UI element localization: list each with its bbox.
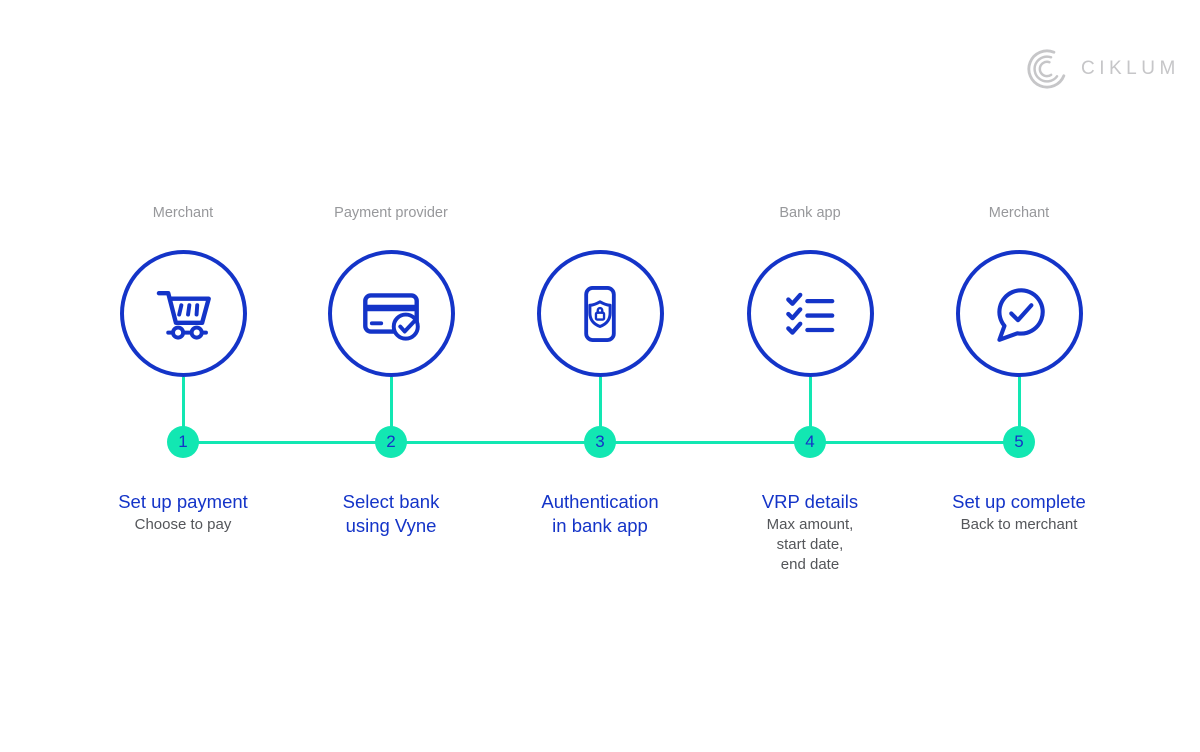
step-number-badge: 2 <box>375 426 407 458</box>
step-icon-circle <box>536 250 664 377</box>
phone-shield-lock-icon <box>584 285 616 342</box>
step-column-3: 3 Authentication in bank app <box>500 205 700 585</box>
checklist-icon <box>786 292 835 335</box>
step-title: Authentication in bank app <box>541 491 659 536</box>
actor-label: Bank app <box>779 205 841 221</box>
step-column-4: Bank app 4 VRP details Max amount, start… <box>710 205 910 585</box>
connector-line <box>808 377 812 428</box>
step-title: VRP details <box>761 491 859 512</box>
connector-line <box>181 377 185 428</box>
step-number-badge: 1 <box>167 426 199 458</box>
step-icon-circle <box>955 250 1083 377</box>
step-column-1: Merchant 1 Set up payment Choose to pay <box>83 205 283 585</box>
step-subtitle: Choose to pay <box>134 516 232 533</box>
logo-text: CIKLUM <box>1081 58 1180 79</box>
speech-bubble-check-icon <box>997 287 1045 342</box>
actor-label: Merchant <box>152 205 214 221</box>
step-number-badge: 3 <box>584 426 616 458</box>
ciklum-logo: CIKLUM <box>1026 48 1180 90</box>
step-column-2: Payment provider 2 Select bank using Vyn… <box>291 205 491 585</box>
step-title: Set up payment <box>118 491 248 512</box>
connector-line <box>598 377 602 428</box>
step-number-badge: 4 <box>794 426 826 458</box>
step-column-5: Merchant 5 Set up complete Back to merch… <box>919 205 1119 585</box>
step-title: Select bank using Vyne <box>342 491 440 536</box>
ciklum-arcs-icon <box>1027 49 1067 89</box>
connector-line <box>389 377 393 428</box>
actor-label: Merchant <box>988 205 1050 221</box>
actor-label: Payment provider <box>334 205 448 221</box>
step-title: Set up complete <box>952 491 1086 512</box>
shopping-cart-icon <box>156 290 211 340</box>
step-subtitle: Max amount, start date, end date <box>766 516 854 573</box>
step-icon-circle <box>327 250 455 377</box>
connector-line <box>1017 377 1021 428</box>
credit-card-check-icon <box>363 292 420 341</box>
step-icon-circle <box>119 250 247 377</box>
step-number-badge: 5 <box>1003 426 1035 458</box>
step-icon-circle <box>746 250 874 377</box>
step-subtitle: Back to merchant <box>960 516 1078 533</box>
